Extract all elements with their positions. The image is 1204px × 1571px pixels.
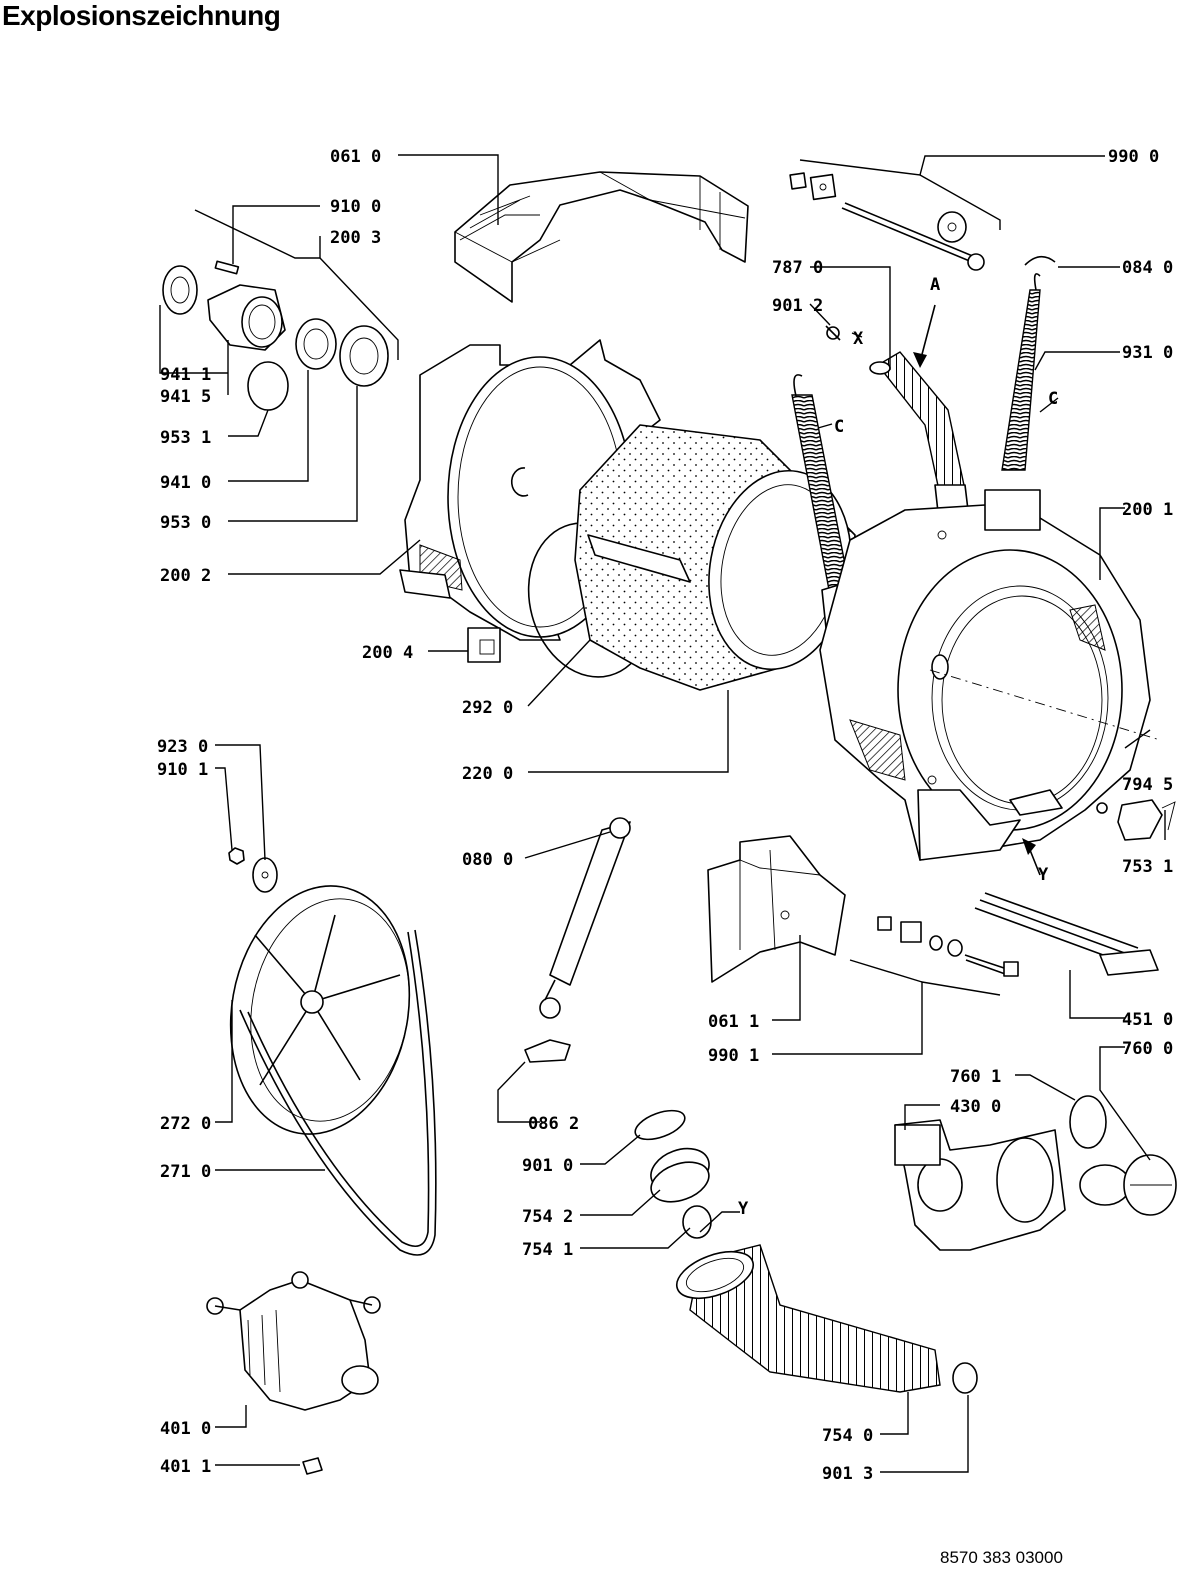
part-label: 760 0 bbox=[1122, 1039, 1173, 1059]
part-label: 754 0 bbox=[822, 1426, 873, 1446]
shock-absorber-part bbox=[539, 817, 631, 1019]
callout-letter: C bbox=[1048, 389, 1058, 409]
part-label: 451 0 bbox=[1122, 1010, 1173, 1030]
part-label: 754 2 bbox=[522, 1207, 573, 1227]
part-label: 941 1 bbox=[160, 365, 211, 385]
hose-hook-part bbox=[1024, 255, 1056, 266]
callout-letter: Y bbox=[1038, 865, 1049, 885]
part-label: 080 0 bbox=[462, 850, 513, 870]
part-label: 753 1 bbox=[1122, 857, 1173, 877]
sump-seal-part bbox=[634, 1109, 712, 1239]
part-label: 990 1 bbox=[708, 1046, 759, 1066]
pump-filter-part bbox=[1079, 1154, 1177, 1216]
part-label: 200 3 bbox=[330, 228, 381, 248]
view-arrow-y bbox=[1029, 849, 1041, 876]
axis-line bbox=[929, 669, 1161, 741]
bellows-hose-part bbox=[869, 351, 969, 513]
part-label: 923 0 bbox=[157, 737, 208, 757]
part-label: 901 3 bbox=[822, 1464, 873, 1484]
motor-part bbox=[206, 1271, 381, 1411]
part-label: 901 2 bbox=[772, 296, 823, 316]
part-label: 200 4 bbox=[362, 643, 413, 663]
part-label: 271 0 bbox=[160, 1162, 211, 1182]
shock-bracket-part bbox=[524, 1039, 571, 1063]
part-label: 401 0 bbox=[160, 1419, 211, 1439]
part-label: 941 0 bbox=[160, 473, 211, 493]
part-label: 272 0 bbox=[160, 1114, 211, 1134]
view-arrow-a bbox=[919, 304, 936, 363]
sump-hose-part bbox=[675, 1244, 941, 1393]
upper-counterweight-part bbox=[454, 171, 749, 303]
part-label: 061 0 bbox=[330, 147, 381, 167]
hose-clamp-small-part bbox=[825, 325, 841, 341]
part-label: 953 0 bbox=[160, 513, 211, 533]
part-label: 401 1 bbox=[160, 1457, 211, 1477]
part-label: 787 0 bbox=[772, 258, 823, 278]
document-number: 8570 383 03000 bbox=[940, 1548, 1063, 1567]
fastener-set-bottom-part bbox=[877, 916, 1019, 977]
part-label: 990 0 bbox=[1108, 147, 1159, 167]
part-label: 292 0 bbox=[462, 698, 513, 718]
part-label: 931 0 bbox=[1122, 343, 1173, 363]
leader-lines bbox=[159, 154, 1166, 1473]
part-label: 910 0 bbox=[330, 197, 381, 217]
part-label: 910 1 bbox=[157, 760, 208, 780]
part-label: 430 0 bbox=[950, 1097, 1001, 1117]
heating-element-part bbox=[974, 892, 1159, 976]
part-label: 200 1 bbox=[1122, 500, 1173, 520]
part-label: 061 1 bbox=[708, 1012, 759, 1032]
pulley-nut-part bbox=[228, 847, 278, 893]
bearing-housing-part bbox=[162, 260, 389, 411]
part-label: 760 1 bbox=[950, 1067, 1001, 1087]
callout-letter: C bbox=[834, 417, 844, 437]
part-label: 941 5 bbox=[160, 387, 211, 407]
temperature-sensor-part bbox=[1096, 799, 1176, 841]
drive-belt-part-inner bbox=[247, 931, 430, 1248]
drum-spring-right-part bbox=[1001, 273, 1041, 471]
motor-clip-part bbox=[302, 1457, 323, 1475]
tub-clip-part bbox=[467, 627, 501, 663]
callout-letter: A bbox=[930, 275, 940, 295]
part-label: 084 0 bbox=[1122, 258, 1173, 278]
hose-clamp-large-part bbox=[952, 1362, 978, 1394]
lower-counterweight-part bbox=[707, 835, 846, 983]
part-label: 200 2 bbox=[160, 566, 211, 586]
part-label: 953 1 bbox=[160, 428, 211, 448]
part-label: 901 0 bbox=[522, 1156, 573, 1176]
page-title: Explosionszeichnung bbox=[2, 0, 281, 31]
pump-ring-part bbox=[1069, 1095, 1107, 1149]
drive-belt-part bbox=[239, 929, 437, 1256]
callout-letter: X bbox=[853, 329, 864, 349]
part-label: 754 1 bbox=[522, 1240, 573, 1260]
drum-part bbox=[574, 424, 856, 691]
drum-pulley-part bbox=[229, 885, 411, 1135]
callout-letter: Y bbox=[738, 1199, 749, 1219]
front-tub-part bbox=[819, 489, 1151, 861]
fastener-set-top-part bbox=[789, 172, 985, 271]
part-labels: 061 0 910 0 200 3 941 1 941 5 953 1 941 … bbox=[157, 147, 1173, 1484]
part-label: 794 5 bbox=[1122, 775, 1173, 795]
part-label: 220 0 bbox=[462, 764, 513, 784]
drain-pump-part bbox=[894, 1119, 1066, 1251]
part-label: 086 2 bbox=[528, 1114, 579, 1134]
